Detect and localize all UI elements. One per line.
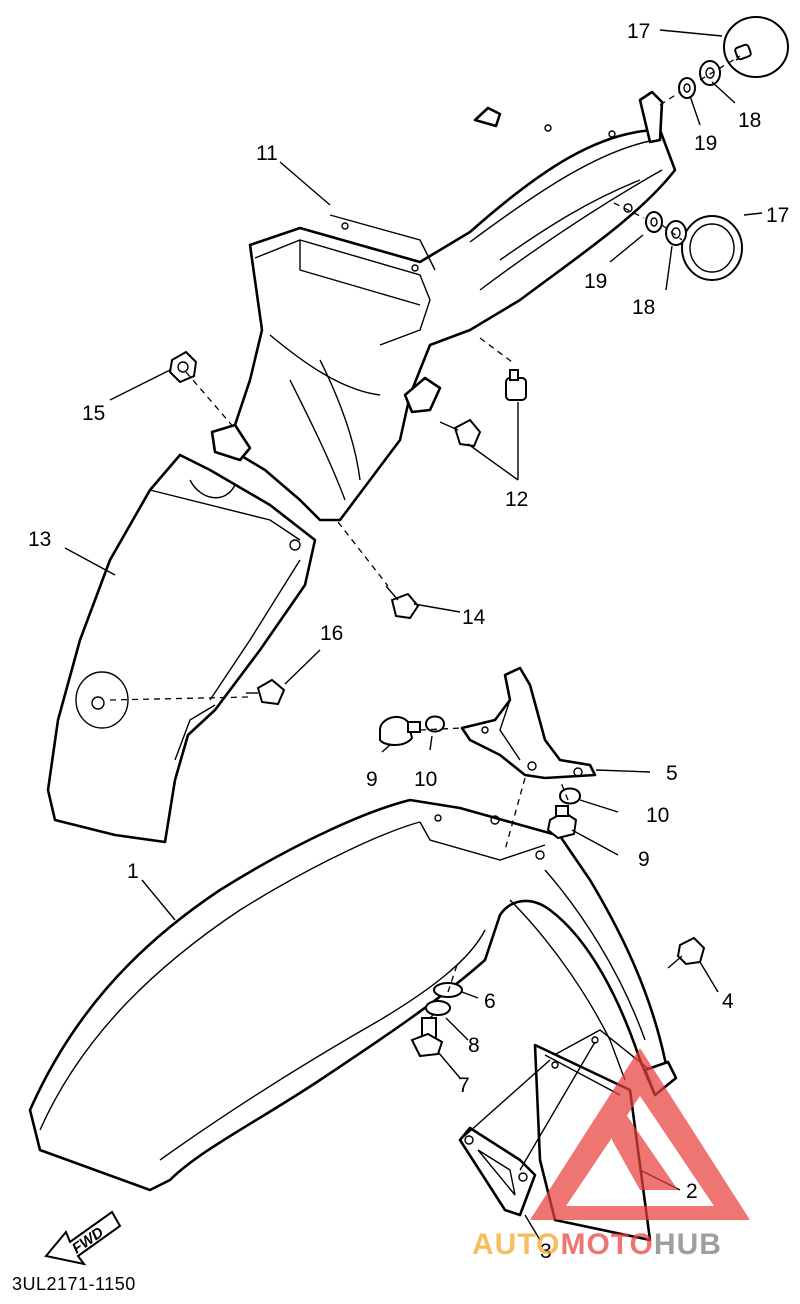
callout-14: 14 bbox=[462, 606, 486, 629]
hardware-washer-18-upper bbox=[699, 60, 721, 86]
callout-5: 5 bbox=[666, 762, 678, 785]
callout-10-right: 10 bbox=[646, 804, 669, 827]
callout-15: 15 bbox=[82, 402, 105, 425]
assembly-lines bbox=[109, 55, 741, 1019]
watermark-triangle-logo bbox=[530, 1048, 750, 1220]
leader-lines bbox=[64, 29, 763, 1241]
hardware-screw-16 bbox=[246, 678, 286, 706]
hardware-bolt-9-right bbox=[546, 805, 578, 840]
part-3-flap-bracket bbox=[458, 1126, 537, 1217]
callout-12: 12 bbox=[505, 488, 528, 511]
hardware-lockwasher-10-left bbox=[424, 715, 446, 733]
callout-19-lower: 19 bbox=[584, 270, 607, 293]
callout-9-left: 9 bbox=[366, 768, 378, 791]
hardware-nut-15 bbox=[168, 350, 198, 384]
callout-4: 4 bbox=[722, 990, 734, 1013]
hardware-washer-18-lower bbox=[665, 220, 687, 246]
callout-6: 6 bbox=[484, 990, 496, 1013]
hardware-bolt-7 bbox=[410, 1017, 444, 1058]
callout-18-lower: 18 bbox=[632, 296, 655, 319]
callout-10-left: 10 bbox=[414, 768, 437, 791]
watermark-inner-triangle bbox=[612, 1094, 678, 1190]
hardware-cap-17-upper bbox=[723, 16, 789, 78]
callout-19-upper: 19 bbox=[694, 132, 717, 155]
callout-1: 1 bbox=[127, 860, 139, 883]
hardware-bolts-12 bbox=[439, 369, 527, 448]
hardware-cap-17-lower bbox=[681, 215, 743, 281]
automotohub-watermark: AUTOMOTOHUB bbox=[472, 1048, 750, 1261]
fwd-arrow-icon: FWD bbox=[44, 1210, 122, 1266]
callout-16: 16 bbox=[320, 622, 343, 645]
callout-3: 3 bbox=[540, 1240, 552, 1263]
hardware-collar-19-lower bbox=[645, 211, 663, 233]
callout-17-lower: 17 bbox=[766, 204, 789, 227]
callout-7: 7 bbox=[458, 1074, 470, 1097]
watermark-moto: MOTO bbox=[560, 1228, 653, 1261]
svg-text:AUTOMOTOHUB: AUTOMOTOHUB bbox=[472, 1228, 722, 1261]
hardware-collar-19-upper bbox=[678, 77, 696, 99]
hardware-screw-14 bbox=[385, 585, 420, 620]
callout-17-upper: 17 bbox=[627, 20, 650, 43]
part-5-bracket bbox=[460, 666, 597, 780]
hardware-bolt-4 bbox=[667, 936, 706, 969]
diagram-code: 3UL2171-1150 bbox=[12, 1274, 136, 1294]
hardware-bolt-9-left bbox=[379, 715, 421, 746]
hardware-lockwasher-8 bbox=[425, 1000, 451, 1016]
callout-8: 8 bbox=[468, 1034, 480, 1057]
part-11-rear-fender-upper bbox=[210, 90, 677, 522]
callout-18-upper: 18 bbox=[738, 109, 761, 132]
part-1-main-fender bbox=[28, 798, 678, 1192]
callout-11: 11 bbox=[256, 142, 278, 165]
callout-13: 13 bbox=[28, 528, 51, 551]
callout-2: 2 bbox=[686, 1180, 698, 1203]
hardware-lockwasher-10-right bbox=[558, 787, 582, 805]
watermark-auto: AUTO bbox=[472, 1228, 560, 1261]
callout-labels: 17 18 19 17 19 18 11 15 12 13 14 16 5 10… bbox=[28, 20, 789, 1263]
watermark-hub: HUB bbox=[654, 1228, 722, 1261]
part-13-fender-flap bbox=[46, 453, 317, 844]
callout-9-right: 9 bbox=[638, 848, 650, 871]
